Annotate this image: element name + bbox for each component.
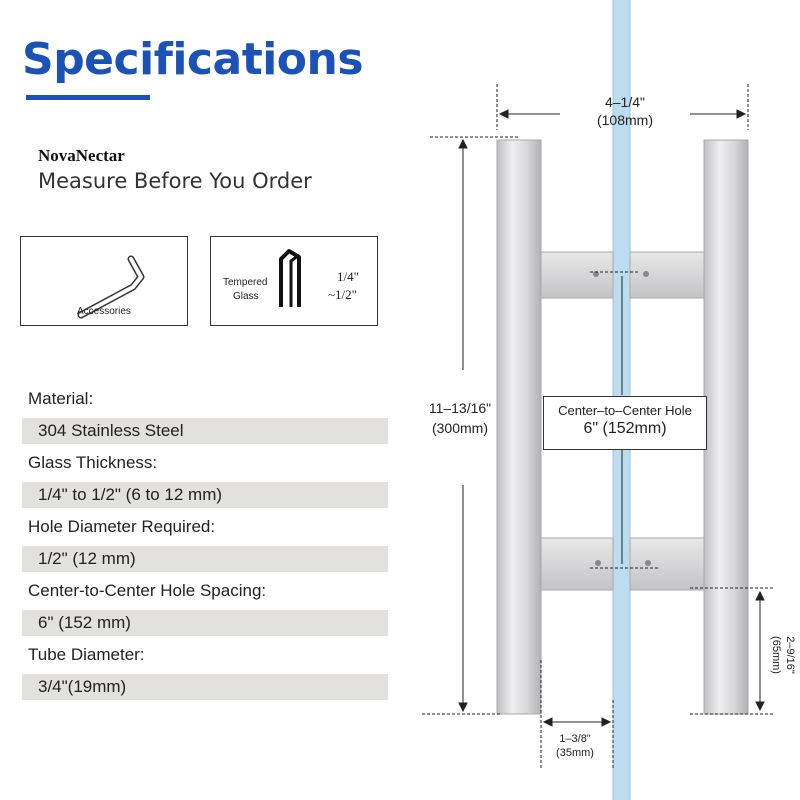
offset-inch-label: 1–3/8"	[559, 733, 591, 745]
offset-mm-label: (35mm)	[556, 747, 594, 759]
tagline: Measure Before You Order	[38, 169, 312, 193]
spec-value-hole-spacing: 6" (152 mm)	[22, 610, 388, 636]
cc-value: 6" (152mm)	[583, 420, 667, 437]
spec-label-glass-thickness: Glass Thickness:	[28, 453, 158, 472]
screw	[595, 560, 601, 566]
glass-range-line2: ~1/2"	[328, 287, 357, 302]
leg-mm-label: (65mm)	[770, 636, 782, 674]
cc-callout: Center–to–Center Hole 6" (152mm)	[543, 396, 707, 450]
spec-value-material: 304 Stainless Steel	[22, 418, 388, 444]
right-handle	[629, 139, 749, 715]
cc-dimension	[590, 271, 660, 569]
title-underline	[26, 95, 150, 100]
glass-clamp-icon	[279, 249, 301, 307]
spec-label-hole-diameter: Hole Diameter Required:	[28, 517, 216, 536]
brand-name: NovaNectar	[38, 146, 125, 165]
width-inch-label: 4–1/4"	[604, 94, 645, 110]
height-mm-label: (300mm)	[431, 420, 488, 436]
glass-thickness-box: Tempered Glass 1/4" ~1/2"	[210, 236, 378, 326]
offset-dimension	[540, 660, 614, 770]
width-mm-label: (108mm)	[596, 112, 653, 128]
page-title: Specifications	[22, 34, 364, 85]
spec-label-material: Material:	[28, 389, 94, 408]
width-dimension	[496, 84, 749, 130]
cc-title: Center–to–Center Hole	[558, 403, 692, 418]
spec-value-hole-diameter: 1/2" (12 mm)	[22, 546, 388, 572]
screw	[643, 271, 649, 277]
glass-label-line2: Glass	[233, 291, 259, 302]
leg-inch-label: 2–9/16"	[784, 636, 796, 674]
height-inch-label: 11–13/16"	[428, 400, 492, 416]
height-dimension	[422, 136, 520, 715]
screw	[645, 560, 651, 566]
glass-range-line1: 1/4"	[337, 269, 359, 284]
allen-key-icon	[77, 255, 145, 319]
leg-dimension-label: 2–9/16" (65mm)	[767, 605, 797, 705]
accessories-box: Accessories	[20, 236, 188, 326]
spec-value-glass-thickness: 1/4" to 1/2" (6 to 12 mm)	[22, 482, 388, 508]
spec-value-tube-diameter: 3/4"(19mm)	[22, 674, 388, 700]
spec-label-hole-spacing: Center-to-Center Hole Spacing:	[28, 581, 267, 600]
spec-label-tube-diameter: Tube Diameter:	[28, 645, 145, 664]
left-handle	[496, 139, 614, 715]
glass-label-line1: Tempered	[223, 277, 268, 288]
leg-dimension	[690, 587, 775, 715]
accessories-label: Accessories	[77, 306, 131, 317]
